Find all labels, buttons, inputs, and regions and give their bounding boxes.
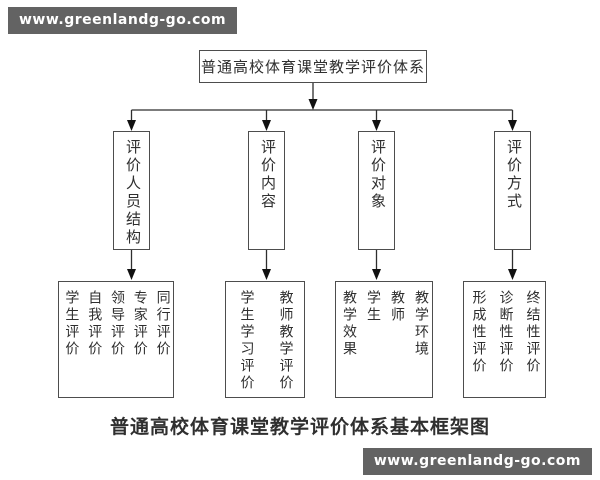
detail-column: 专家评价 bbox=[131, 290, 147, 358]
root-node-label: 普通高校体育课堂教学评价体系 bbox=[200, 60, 425, 76]
category-node-evaluation-content: 评价内容 bbox=[248, 131, 285, 250]
root-node: 普通高校体育课堂教学评价体系 bbox=[199, 50, 427, 83]
detail-node-evaluation-content: 学生学习评价 教师教学评价 bbox=[225, 281, 305, 398]
watermark-bottom-right: www.greenlandg-go.com bbox=[362, 448, 592, 475]
watermark-top-left: www.greenlandg-go.com bbox=[8, 7, 238, 34]
category-node-evaluation-object: 评价对象 bbox=[358, 131, 395, 250]
detail-node-evaluator-structure: 学生评价 自我评价 领导评价 专家评价 同行评价 bbox=[58, 281, 174, 398]
category-label: 评价对象 bbox=[369, 139, 385, 211]
detail-column: 学生学习评价 bbox=[238, 290, 254, 392]
detail-column: 教学环境 bbox=[413, 290, 428, 358]
detail-column: 同行评价 bbox=[154, 290, 170, 358]
detail-node-evaluation-method: 形成性评价 诊断性评价 终结性评价 bbox=[463, 281, 546, 398]
detail-column: 形成性评价 bbox=[470, 290, 486, 375]
detail-column: 学生 bbox=[365, 290, 380, 324]
detail-column: 教师教学评价 bbox=[277, 290, 293, 392]
category-label: 评价人员结构 bbox=[124, 139, 140, 247]
detail-column: 诊断性评价 bbox=[497, 290, 513, 375]
detail-node-evaluation-object: 教学效果 学生 教师 教学环境 bbox=[335, 281, 433, 398]
root-arrow bbox=[308, 83, 318, 110]
detail-column: 教师 bbox=[389, 290, 404, 324]
category-node-evaluation-method: 评价方式 bbox=[494, 131, 531, 250]
detail-column: 学生评价 bbox=[63, 290, 79, 358]
detail-column: 教学效果 bbox=[341, 290, 356, 358]
detail-arrows bbox=[127, 250, 517, 280]
category-label: 评价方式 bbox=[505, 139, 521, 211]
detail-column: 终结性评价 bbox=[524, 290, 540, 375]
detail-column: 自我评价 bbox=[86, 290, 102, 358]
category-label: 评价内容 bbox=[259, 139, 275, 211]
category-node-evaluator-structure: 评价人员结构 bbox=[113, 131, 150, 250]
detail-column: 领导评价 bbox=[108, 290, 124, 358]
diagram-caption: 普通高校体育课堂教学评价体系基本框架图 bbox=[109, 417, 490, 438]
branch-arrows bbox=[127, 110, 517, 131]
